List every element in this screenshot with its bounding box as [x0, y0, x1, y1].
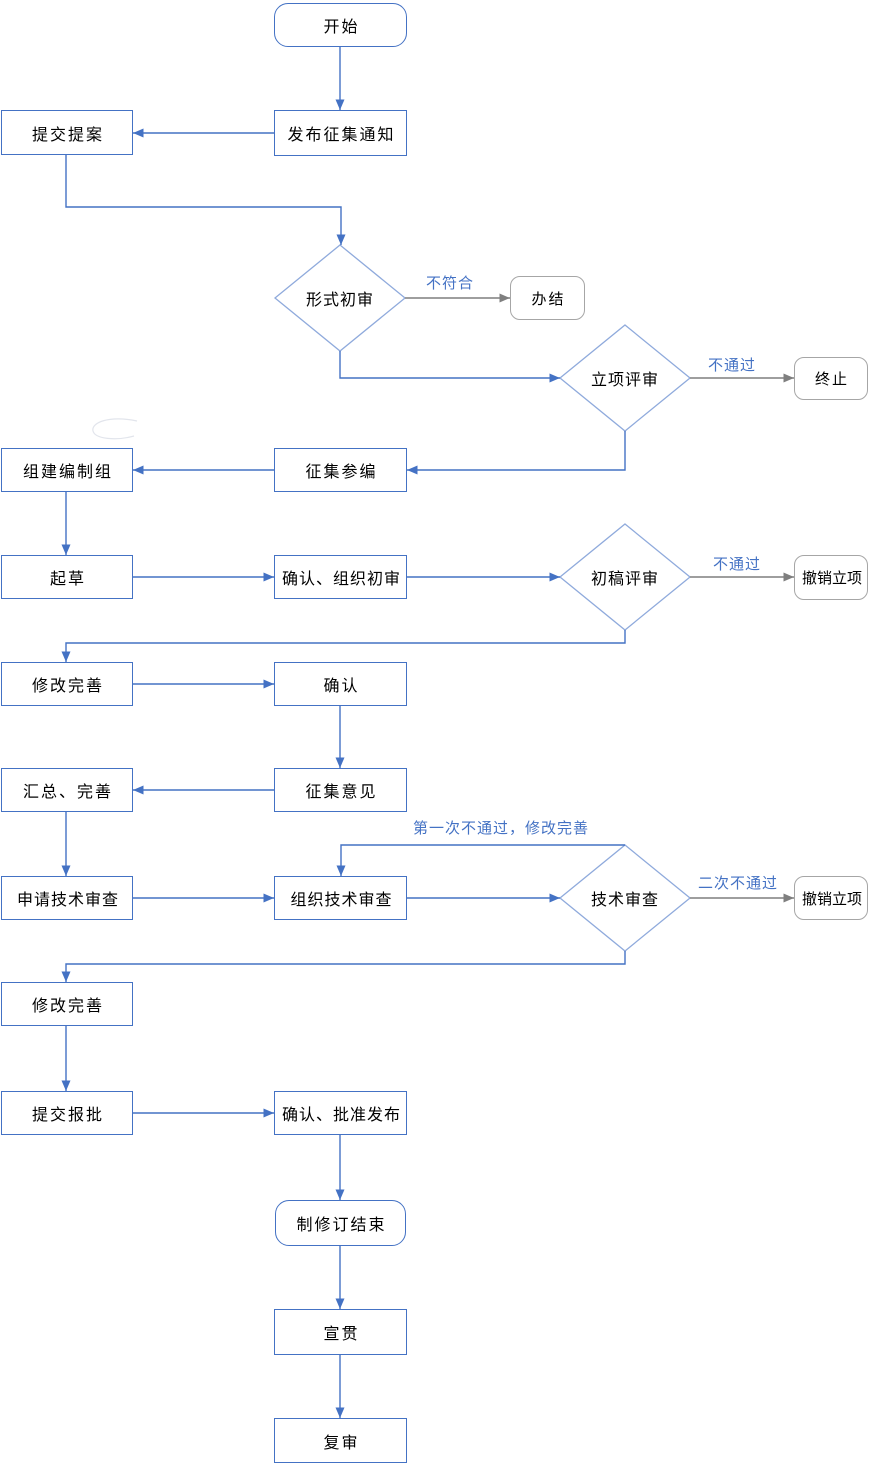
- node-confirm-label: 确认: [323, 678, 360, 695]
- label-second-fail: 二次不通过: [698, 872, 778, 893]
- node-promote: 宣贯: [274, 1309, 407, 1355]
- label-not-pass-project-text: 不通过: [708, 357, 757, 374]
- node-publish-notice-label: 发布征集通知: [287, 127, 396, 144]
- node-draft-label: 起草: [49, 571, 86, 588]
- terminal-revoke-project-1: 撤销立项: [794, 555, 868, 600]
- node-form-drafting-group: 组建编制组: [1, 448, 133, 492]
- diamond-formal-review-label: 形式初审: [305, 292, 374, 309]
- node-revise-improve-2: 修改完善: [1, 982, 133, 1026]
- node-revise-improve-1: 修改完善: [1, 662, 133, 706]
- edge-tech-review-to-revise2: [61, 951, 626, 982]
- node-publish-notice: 发布征集通知: [274, 110, 407, 156]
- node-confirm-approve-publish: 确认、批准发布: [274, 1091, 407, 1135]
- node-apply-tech-review-label: 申请技术审查: [16, 892, 119, 909]
- terminal-terminate: 终止: [794, 357, 868, 400]
- node-organize-tech-review: 组织技术审查: [274, 876, 407, 920]
- terminal-terminate-label: 终止: [814, 371, 849, 388]
- label-second-fail-text: 二次不通过: [698, 875, 779, 892]
- node-revision-complete: 制修订结束: [275, 1200, 406, 1246]
- terminal-close-case-label: 办结: [531, 290, 566, 308]
- node-submit-for-approval: 提交报批: [1, 1091, 133, 1135]
- node-organize-tech-review-label: 组织技术审查: [290, 892, 393, 909]
- node-recruit-editors: 征集参编: [274, 448, 407, 492]
- diamond-label-project-review: 立项评审: [560, 356, 690, 400]
- diamond-label-initial-draft-review: 初稿评审: [560, 555, 690, 599]
- node-start-label: 开始: [323, 19, 360, 36]
- node-review-label: 复审: [323, 1434, 360, 1452]
- label-first-fail-revise: 第一次不通过，修改完善: [413, 817, 589, 838]
- diamond-label-tech-review: 技术审查: [560, 876, 690, 920]
- node-submit-proposal: 提交提案: [1, 110, 133, 155]
- node-draft: 起草: [1, 555, 133, 599]
- label-not-pass-project: 不通过: [708, 354, 756, 375]
- node-confirm-approve-publish-label: 确认、批准发布: [281, 1107, 401, 1124]
- terminal-revoke-project-2: 撤销立项: [794, 876, 868, 920]
- node-start: 开始: [274, 3, 407, 47]
- artifact-curve: [92, 418, 138, 440]
- node-submit-proposal-label: 提交提案: [31, 126, 104, 144]
- node-apply-tech-review: 申请技术审查: [1, 876, 133, 920]
- node-review: 复审: [274, 1418, 407, 1463]
- diamond-tech-review-label: 技术审查: [590, 892, 659, 909]
- terminal-revoke-project-1-label: 撤销立项: [801, 570, 862, 587]
- diamond-project-review-label: 立项评审: [590, 372, 659, 389]
- terminal-revoke-project-2-label: 撤销立项: [801, 890, 862, 908]
- label-first-fail-revise-text: 第一次不通过，修改完善: [413, 820, 590, 837]
- node-submit-for-approval-label: 提交报批: [31, 1107, 104, 1124]
- label-not-pass-draft-text: 不通过: [713, 556, 762, 573]
- node-revise-improve-1-label: 修改完善: [31, 678, 104, 695]
- edge-submit-to-formal: [65, 155, 346, 245]
- diamond-initial-draft-review-label: 初稿评审: [590, 571, 659, 588]
- edge-tech-review-loop-to-organize: [336, 844, 625, 876]
- node-revision-complete-label: 制修订结束: [296, 1217, 387, 1234]
- node-recruit-editors-label: 征集参编: [305, 464, 378, 481]
- label-not-pass-draft: 不通过: [713, 553, 761, 574]
- diamond-label-formal-review: 形式初审: [275, 276, 405, 320]
- edge-draft-review-to-revise1: [61, 630, 626, 662]
- node-solicit-opinions-label: 征集意见: [305, 784, 378, 801]
- node-confirm-organize-initial-review: 确认、组织初审: [274, 555, 407, 599]
- node-revise-improve-2-label: 修改完善: [31, 998, 104, 1015]
- edge-formal-to-project: [339, 351, 560, 383]
- node-promote-label: 宣贯: [323, 1326, 360, 1343]
- label-not-conform: 不符合: [426, 272, 474, 293]
- node-form-drafting-group-label: 组建编制组: [22, 464, 113, 481]
- node-confirm-organize-initial-review-label: 确认、组织初审: [281, 571, 401, 588]
- node-solicit-opinions: 征集意见: [274, 768, 407, 812]
- label-not-conform-text: 不符合: [426, 275, 475, 292]
- node-summarize-improve-label: 汇总、完善: [22, 784, 113, 801]
- terminal-close-case: 办结: [510, 276, 585, 320]
- edge-project-to-recruit: [407, 431, 626, 475]
- node-summarize-improve: 汇总、完善: [1, 768, 133, 812]
- node-confirm: 确认: [274, 662, 407, 706]
